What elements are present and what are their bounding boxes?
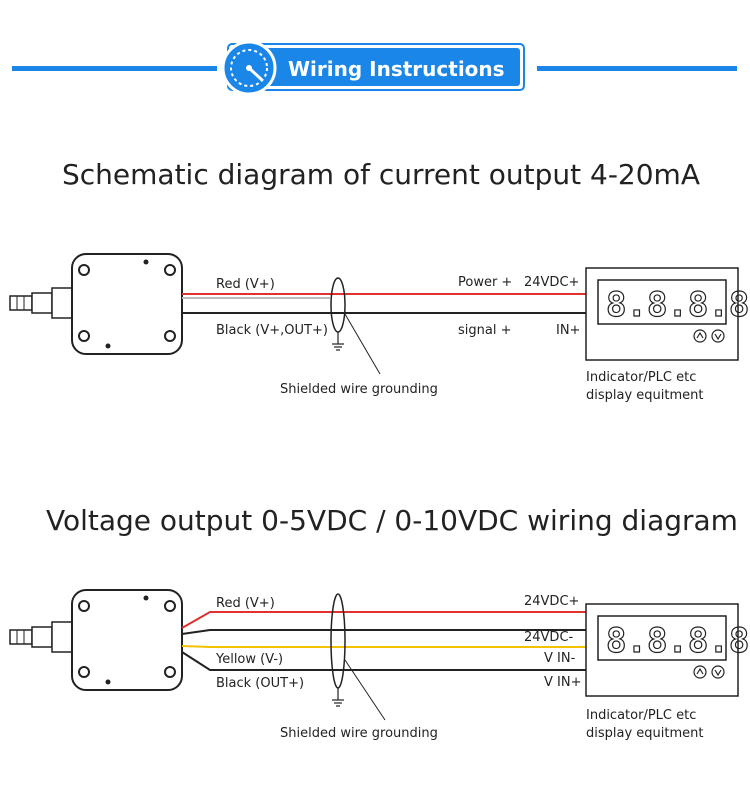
down-button-icon	[711, 665, 725, 679]
wire-black-2b	[181, 651, 586, 671]
up-button-icon	[693, 665, 707, 679]
banner-title: Wiring Instructions	[288, 57, 505, 81]
sensor-1	[9, 253, 183, 355]
diagram2-title: Voltage output 0-5VDC / 0-10VDC wiring d…	[46, 504, 738, 537]
shield-label-1: Shielded wire grounding	[280, 382, 438, 397]
header-line-left	[12, 66, 217, 71]
display-digits-2: 8.8.8.8	[606, 621, 749, 661]
display-1: 8.8.8.8 Indicator/PLC etc display equitm…	[585, 267, 750, 403]
display-digits-1: 8.8.8.8	[606, 285, 749, 325]
wires-1: Red (V+) Black (V+,OUT+) Power + signal …	[182, 275, 586, 338]
device-label-2a: Indicator/PLC etc	[586, 708, 696, 723]
terminal-in-plus-1: IN+	[556, 323, 580, 338]
header: Wiring Instructions	[12, 40, 737, 96]
wire1-label-red: Red (V+)	[216, 277, 275, 292]
terminal-vin-minus-2: V IN-	[544, 651, 576, 666]
banner-fill	[255, 48, 520, 86]
wires-2: Red (V+) Yellow (V-) Black (OUT+) 24VDC+…	[181, 594, 586, 691]
shield-label-2: Shielded wire grounding	[280, 726, 438, 741]
wire2-label-yellow: Yellow (V-)	[215, 652, 283, 667]
device-label-1a: Indicator/PLC etc	[586, 370, 696, 385]
up-button-icon	[693, 329, 707, 343]
shield-ring-1	[330, 277, 346, 333]
gauge-icon	[221, 40, 277, 96]
down-button-icon	[711, 329, 725, 343]
diagram1-title: Schematic diagram of current output 4-20…	[62, 158, 700, 191]
terminal-24vdc-plus-1: 24VDC+	[524, 275, 579, 290]
wire1-label-black: Black (V+,OUT+)	[216, 323, 328, 338]
power-plus-label: Power +	[458, 275, 512, 290]
sensor-2	[9, 589, 183, 691]
wire2-label-black: Black (OUT+)	[216, 676, 304, 691]
shield-1: Shielded wire grounding	[280, 277, 438, 397]
terminal-vin-plus-2: V IN+	[544, 675, 581, 690]
wire-black-2a	[181, 629, 586, 635]
shield-ring-2	[330, 593, 346, 689]
display-2: 8.8.8.8 Indicator/PLC etc display equitm…	[585, 603, 750, 741]
wire-yellow-2	[181, 645, 586, 648]
terminal-24vdc-minus-2: 24VDC-	[524, 630, 574, 645]
wire2-label-red: Red (V+)	[216, 596, 275, 611]
terminal-24vdc-plus-2: 24VDC+	[524, 594, 579, 609]
device-label-1b: display equitment	[586, 388, 704, 403]
device-label-2b: display equitment	[586, 726, 704, 741]
signal-plus-label: signal +	[458, 323, 511, 338]
shield-2: Shielded wire grounding	[280, 593, 438, 741]
header-line-right	[537, 66, 737, 71]
wire-red-2	[181, 611, 586, 629]
